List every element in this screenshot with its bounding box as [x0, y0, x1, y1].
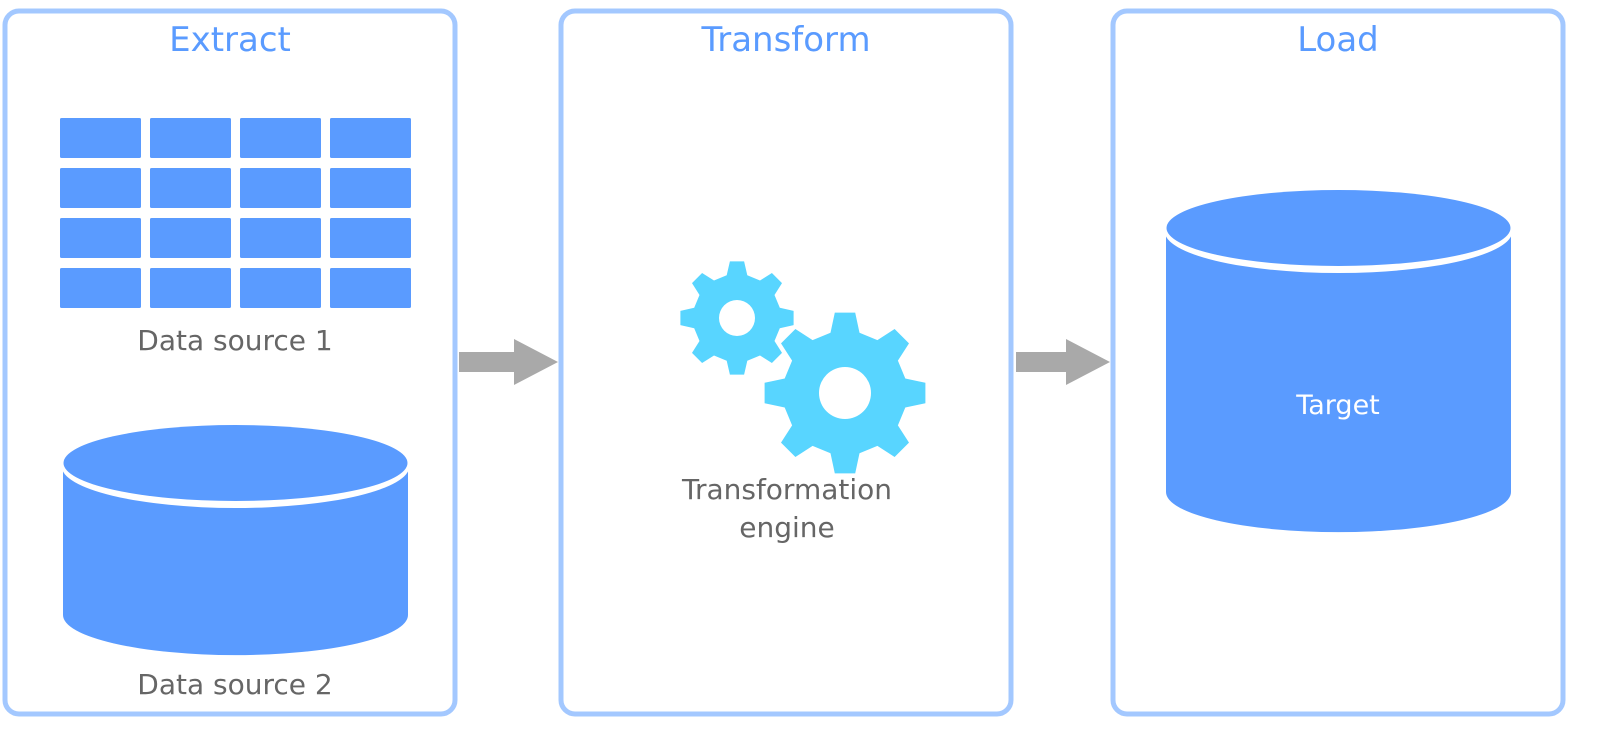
grid-cell: [240, 218, 321, 258]
extract-title: Extract: [169, 20, 291, 60]
gear-icon: [680, 261, 794, 375]
data-source-1-label: Data source 1: [137, 324, 332, 357]
database-cylinder-icon: [1164, 189, 1513, 533]
target-label: Target: [1295, 390, 1380, 421]
grid-cell: [150, 218, 231, 258]
grid-cell: [60, 118, 141, 158]
arrow-right-icon: [1016, 339, 1110, 385]
grid-cell: [330, 118, 411, 158]
grid-cell: [150, 168, 231, 208]
grid-cell: [60, 268, 141, 308]
table-grid-icon: [60, 118, 411, 308]
data-source-2-label: Data source 2: [137, 668, 332, 701]
grid-cell: [330, 168, 411, 208]
arrow-right-icon: [459, 339, 558, 385]
load-title: Load: [1297, 20, 1379, 60]
gears-icon: [680, 261, 926, 474]
grid-cell: [150, 268, 231, 308]
transformation-label-line2: engine: [739, 511, 835, 544]
grid-cell: [240, 268, 321, 308]
grid-cell: [330, 268, 411, 308]
transform-title: Transform: [700, 20, 870, 60]
transform-panel: [558, 8, 1014, 717]
grid-cell: [330, 218, 411, 258]
grid-cell: [60, 168, 141, 208]
grid-cell: [240, 168, 321, 208]
database-cylinder-icon: [61, 424, 410, 656]
grid-cell: [240, 118, 321, 158]
gear-icon: [764, 312, 926, 474]
grid-cell: [60, 218, 141, 258]
transformation-label-line1: Transformation: [681, 473, 892, 506]
grid-cell: [150, 118, 231, 158]
